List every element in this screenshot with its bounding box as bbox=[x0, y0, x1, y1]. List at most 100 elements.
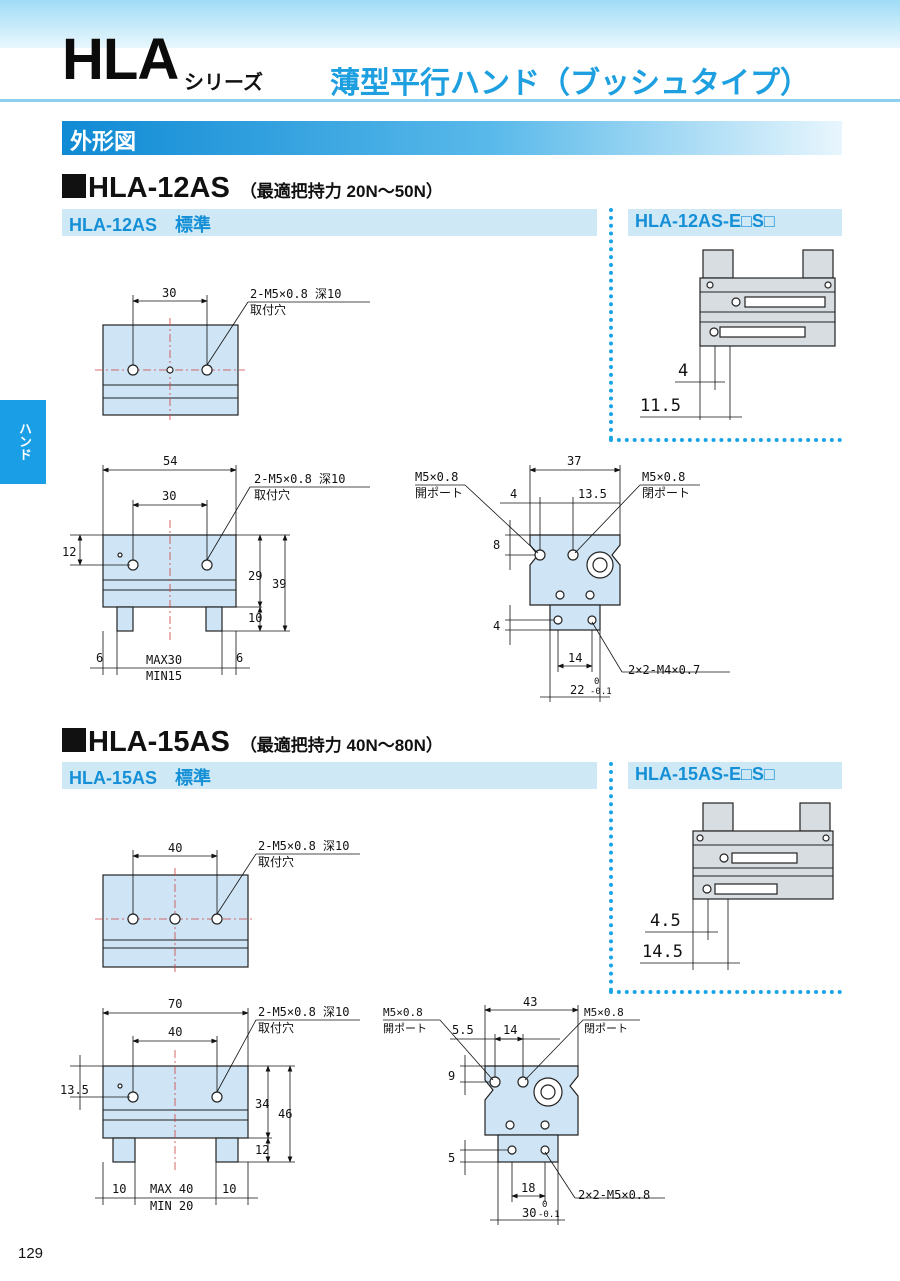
std-label: HLA-12AS 標準 bbox=[69, 215, 212, 235]
bottom-tap-note: 2×2-M4×0.7 bbox=[628, 663, 700, 677]
dim-label: 6 bbox=[236, 651, 243, 665]
dim-label: 12 bbox=[62, 545, 76, 559]
std-label-band: HLA-15AS 標準 bbox=[62, 762, 597, 789]
dim-label: 13.5 bbox=[578, 487, 607, 501]
opt-label: HLA-12AS-E□S□ bbox=[635, 211, 775, 231]
dim-label: 4 bbox=[678, 361, 688, 381]
opt-label-band: HLA-12AS-E□S□ bbox=[628, 209, 842, 236]
tap-note-2: 取付穴 bbox=[254, 487, 290, 502]
tap-note-2: 取付穴 bbox=[258, 854, 294, 869]
dim-label: 54 bbox=[163, 454, 177, 468]
dim-label: 70 bbox=[168, 997, 182, 1011]
tol-lower: -0.1 bbox=[590, 687, 612, 697]
dim-label: 6 bbox=[96, 651, 103, 665]
tap-note: 2-M5×0.8 深10 bbox=[258, 1005, 349, 1019]
dim-label: 40 bbox=[168, 841, 182, 855]
header-band bbox=[0, 0, 900, 48]
dim-label: 22 bbox=[570, 683, 584, 697]
tol-lower: -0.1 bbox=[538, 1210, 560, 1220]
dim-label: 30 bbox=[162, 489, 176, 503]
hla12-option-view: 4 11.5 bbox=[640, 249, 836, 420]
model-grip-force: （最適把持力 40N～80N） bbox=[239, 736, 443, 755]
tap-note: 2-M5×0.8 深10 bbox=[250, 287, 341, 301]
divider-vertical bbox=[609, 208, 613, 440]
dim-label: 10 bbox=[112, 1182, 126, 1196]
dim-label: 37 bbox=[567, 454, 581, 468]
divider-horizontal bbox=[609, 990, 842, 994]
section-header: 外形図 bbox=[62, 121, 842, 155]
hla15-side-view: 43 5.5 14 9 5 M5×0.8 開ポート M5×0.8 閉ポート 18… bbox=[383, 995, 665, 1225]
port-open-1: M5×0.8 bbox=[415, 470, 458, 484]
dim-label: 9 bbox=[448, 1069, 455, 1083]
opt-label-band: HLA-15AS-E□S□ bbox=[628, 762, 842, 789]
bullet-square bbox=[62, 174, 86, 198]
dim-label: 30 bbox=[522, 1206, 536, 1220]
dim-label: MIN 20 bbox=[150, 1199, 193, 1213]
model-title-hla12: HLA-12AS （最適把持力 20N～50N） bbox=[62, 172, 443, 205]
opt-label: HLA-15AS-E□S□ bbox=[635, 764, 775, 784]
dim-label: 5 bbox=[448, 1151, 455, 1165]
hla15-front-view: 70 40 2-M5×0.8 深10 取付穴 13.5 34 46 12 10 … bbox=[60, 997, 360, 1213]
std-label-band: HLA-12AS 標準 bbox=[62, 209, 597, 236]
dim-label: 14 bbox=[568, 651, 582, 665]
dim-label: MAX30 bbox=[146, 653, 182, 667]
tol-upper: 0 bbox=[542, 1200, 547, 1210]
std-label: HLA-15AS 標準 bbox=[69, 768, 212, 788]
dim-label: 29 bbox=[248, 569, 262, 583]
hla12-top-view: 30 2-M5×0.8 深10 取付穴 bbox=[95, 286, 370, 420]
model-title-hla15: HLA-15AS （最適把持力 40N～80N） bbox=[62, 726, 443, 759]
dim-label: 10 bbox=[222, 1182, 236, 1196]
series-word: シリーズ bbox=[184, 72, 263, 94]
dim-label: 4.5 bbox=[650, 911, 681, 931]
dim-label: 14.5 bbox=[642, 942, 683, 962]
header-rule bbox=[0, 99, 900, 102]
dim-label: 10 bbox=[248, 611, 262, 625]
model-name: HLA-12AS bbox=[88, 172, 230, 204]
dim-label: 12 bbox=[255, 1143, 269, 1157]
hla15-option-view: 4.5 14.5 bbox=[640, 802, 834, 970]
dim-label: 43 bbox=[523, 995, 537, 1009]
hla15-top-view: 40 2-M5×0.8 深10 取付穴 bbox=[95, 839, 360, 972]
dim-label: 11.5 bbox=[640, 396, 681, 416]
dim-label: 30 bbox=[162, 286, 176, 300]
port-close-1: M5×0.8 bbox=[642, 470, 685, 484]
section-title: 外形図 bbox=[70, 129, 137, 154]
divider-horizontal bbox=[609, 438, 842, 442]
page-title: 薄型平行ハンド（ブッシュタイプ） bbox=[330, 67, 810, 100]
port-open-2: 開ポート bbox=[415, 486, 463, 500]
port-close-2: 閉ポート bbox=[642, 486, 690, 500]
dim-label: 34 bbox=[255, 1097, 269, 1111]
bullet-square bbox=[62, 728, 86, 752]
tap-note-2: 取付穴 bbox=[250, 302, 286, 317]
port-close-2: 閉ポート bbox=[584, 1022, 628, 1035]
port-close-1: M5×0.8 bbox=[584, 1006, 624, 1019]
dim-label: 4 bbox=[493, 619, 500, 633]
side-tab-label: ハンド bbox=[17, 422, 32, 461]
tol-upper: 0 bbox=[594, 677, 599, 687]
port-open-2: 開ポート bbox=[383, 1022, 427, 1035]
hla12-side-view: 37 4 13.5 8 4 M5×0.8 開ポート M5×0.8 閉ポート 14… bbox=[415, 454, 730, 702]
model-grip-force: （最適把持力 20N～50N） bbox=[239, 182, 443, 201]
tap-note: 2-M5×0.8 深10 bbox=[258, 839, 349, 853]
port-open-1: M5×0.8 bbox=[383, 1006, 423, 1019]
dim-label: 40 bbox=[168, 1025, 182, 1039]
bottom-tap-note: 2×2-M5×0.8 bbox=[578, 1188, 650, 1202]
divider-vertical bbox=[609, 762, 613, 992]
dim-label: 13.5 bbox=[60, 1083, 89, 1097]
tap-note: 2-M5×0.8 深10 bbox=[254, 472, 345, 486]
dim-label: 8 bbox=[493, 538, 500, 552]
dim-label: 46 bbox=[278, 1107, 292, 1121]
side-tab: ハンド bbox=[0, 400, 46, 484]
dim-label: 18 bbox=[521, 1181, 535, 1195]
dim-label: 5.5 bbox=[452, 1023, 474, 1037]
series-code: HLA bbox=[62, 27, 179, 92]
hla12-front-view: 54 30 2-M5×0.8 深10 取付穴 12 29 39 10 6 6 M… bbox=[62, 454, 370, 683]
dim-label: 39 bbox=[272, 577, 286, 591]
dim-label: 4 bbox=[510, 487, 517, 501]
model-name: HLA-15AS bbox=[88, 726, 230, 758]
tap-note-2: 取付穴 bbox=[258, 1020, 294, 1035]
dim-label: 14 bbox=[503, 1023, 517, 1037]
page-number: 129 bbox=[18, 1245, 44, 1262]
dim-label: MIN15 bbox=[146, 669, 182, 683]
